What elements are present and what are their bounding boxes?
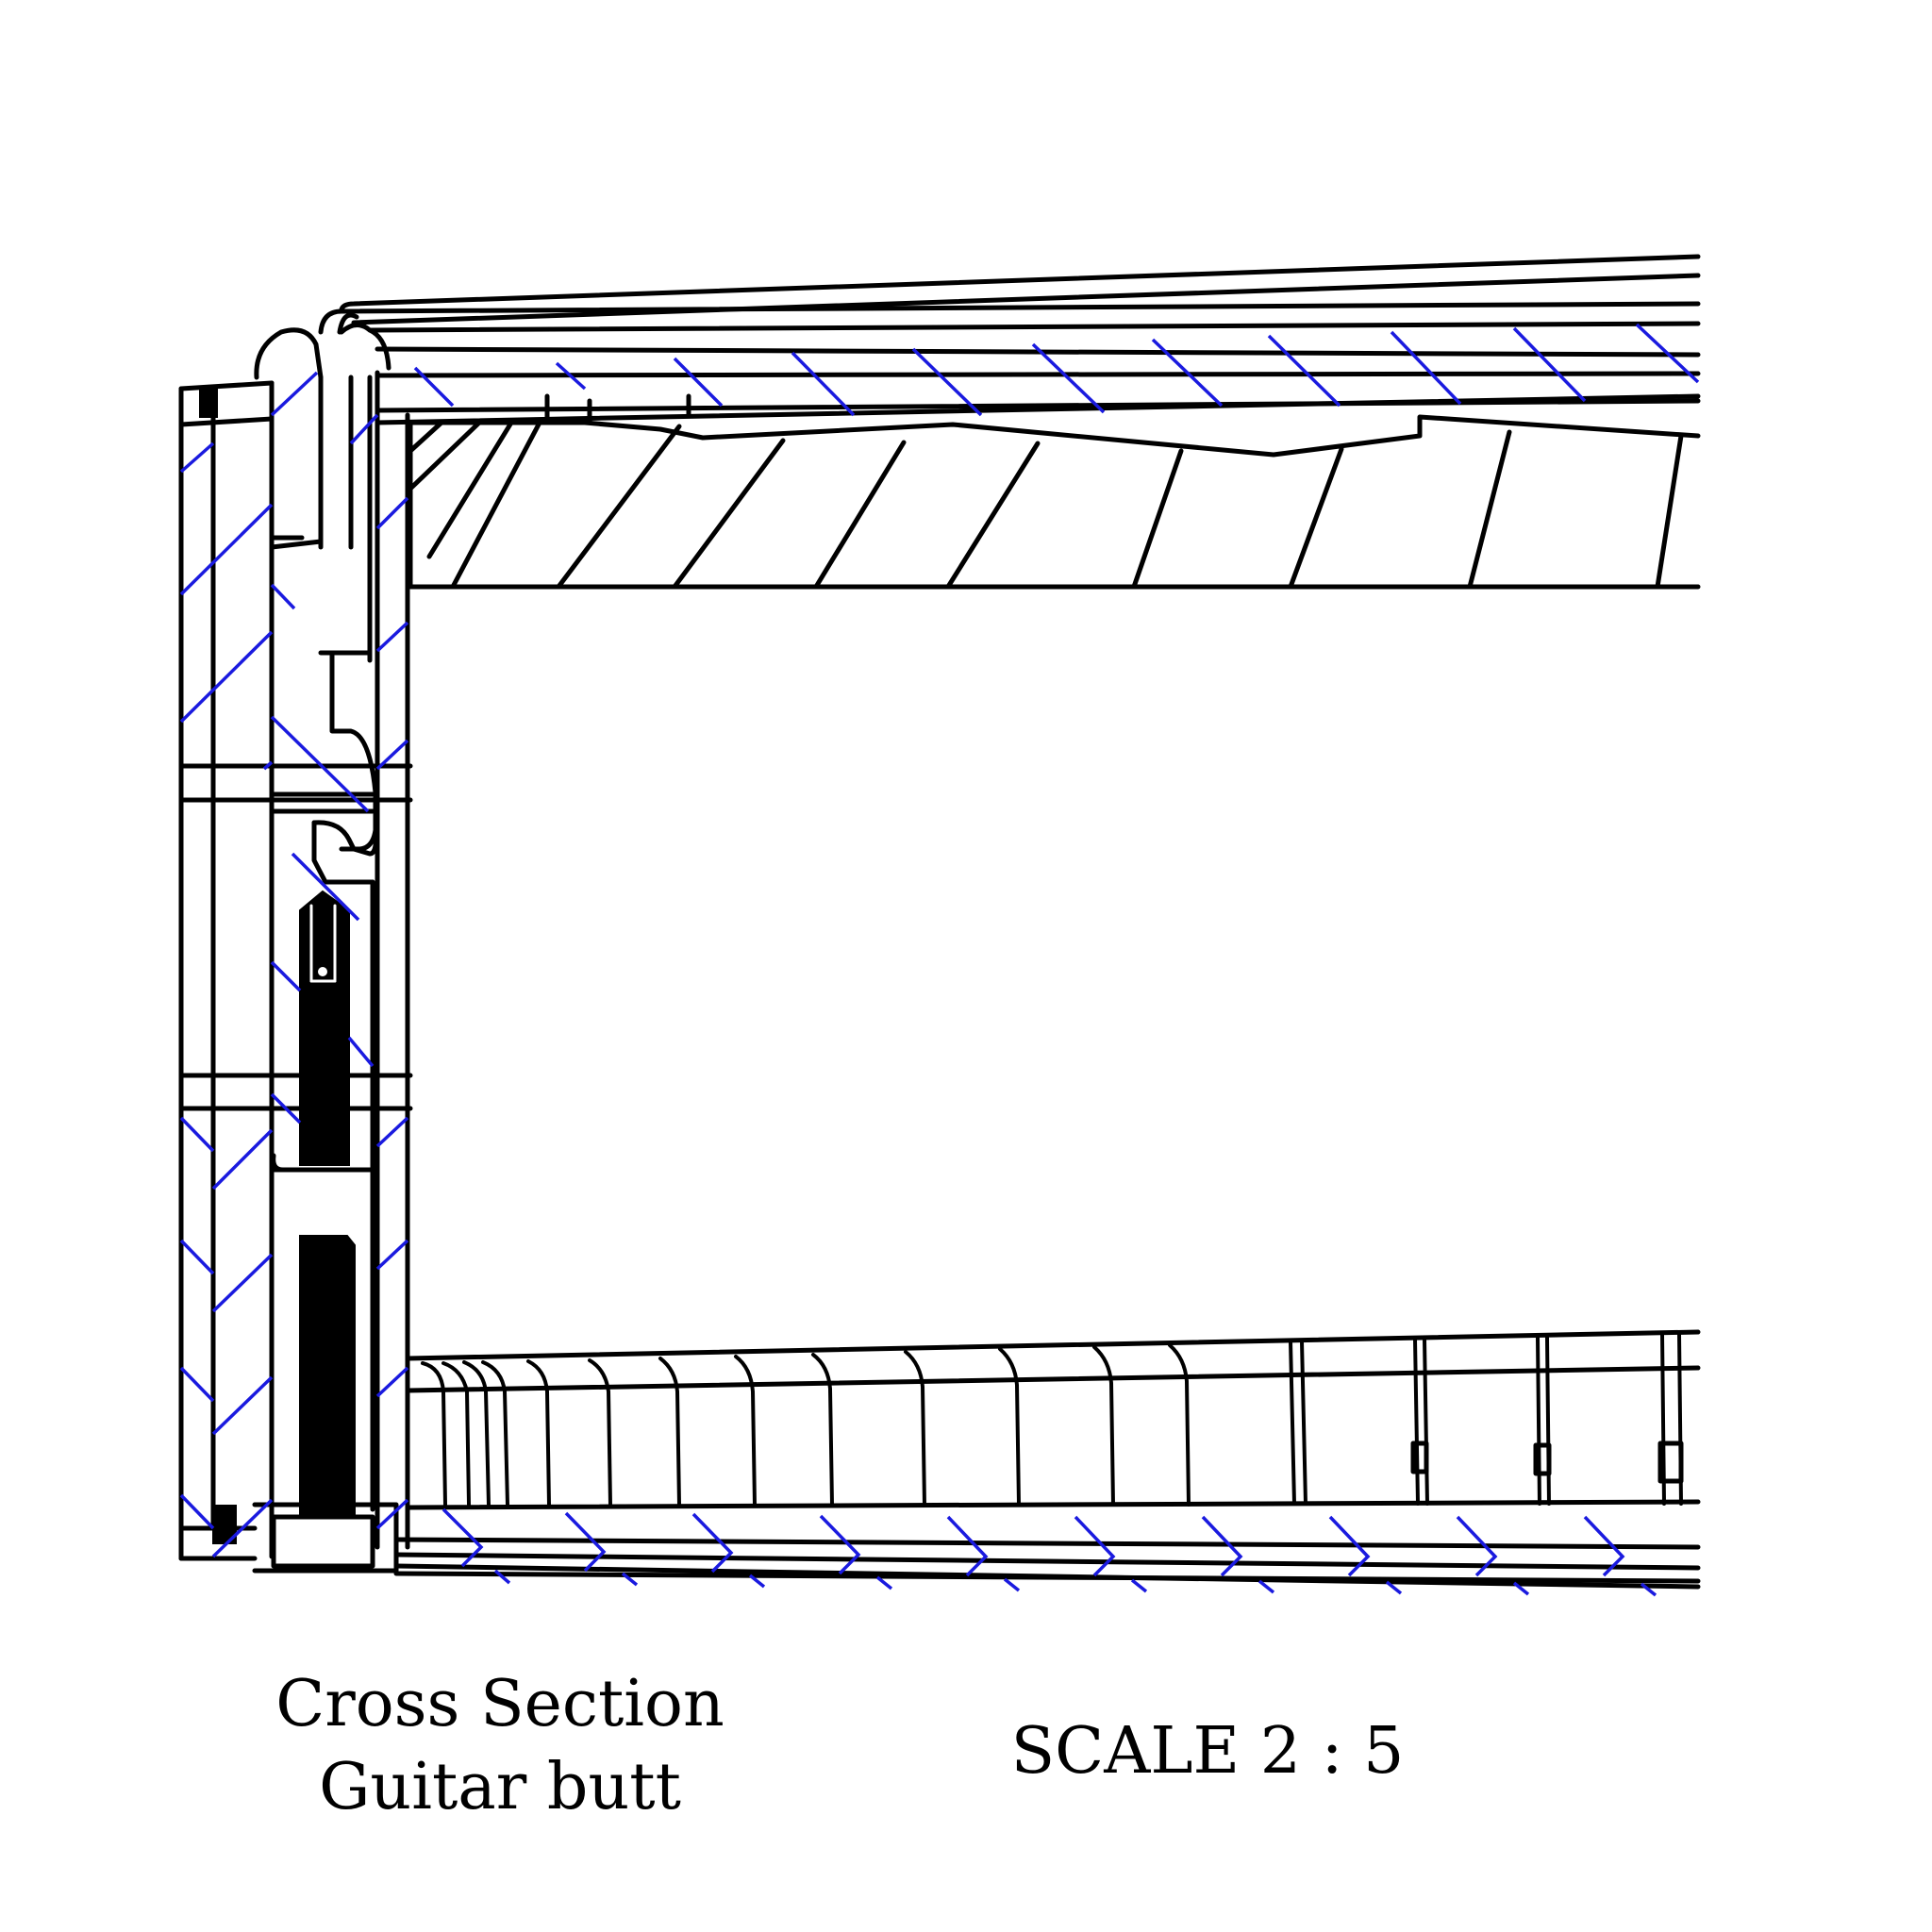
back-plate <box>393 1499 1701 1590</box>
caption-subtitle: Guitar butt <box>319 1750 681 1824</box>
scale-label: SCALE 2 : 5 <box>1010 1714 1405 1789</box>
bottom-kerfed-lining <box>405 1329 1701 1507</box>
lower-screw <box>299 1235 356 1518</box>
upper-screw <box>299 890 350 1166</box>
butt-block <box>178 380 413 1561</box>
caption-title: Cross Section <box>275 1667 724 1741</box>
top-kerfed-lining <box>408 414 1701 590</box>
section-hatching <box>179 323 1700 1597</box>
end-pin-assembly <box>269 535 378 1512</box>
top-plate <box>339 254 1701 425</box>
top-corner-block <box>199 388 218 418</box>
